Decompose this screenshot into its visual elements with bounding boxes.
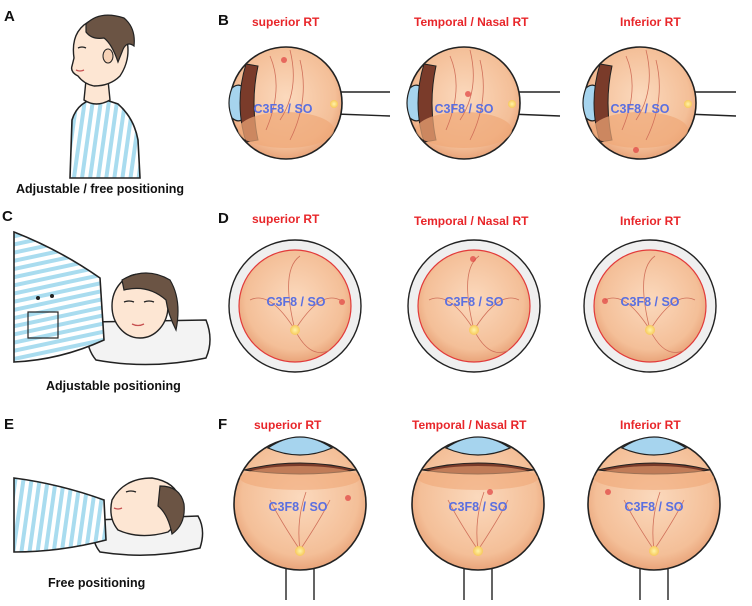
tamponade-labels: C3F8 / SO C3F8 / SO C3F8 / SO C3F8 / SO …	[253, 102, 683, 514]
label-f-superior: superior RT	[254, 418, 322, 432]
fundus-d-inferior	[583, 239, 717, 373]
tamponade-label-b2: C3F8 / SO	[434, 102, 493, 116]
tamponade-label-f3: C3F8 / SO	[624, 500, 683, 514]
eye-f-temporal-nasal	[411, 436, 545, 600]
label-d-temporal-nasal: Temporal / Nasal RT	[414, 214, 529, 228]
eye-f-inferior	[587, 436, 721, 600]
panel-label-e: E	[4, 416, 15, 433]
tamponade-label-d2: C3F8 / SO	[444, 295, 503, 309]
panel-label-d: D	[218, 210, 229, 227]
label-b-inferior: Inferior RT	[620, 15, 681, 29]
label-b-temporal-nasal: Temporal / Nasal RT	[414, 15, 529, 29]
label-f-inferior: Inferior RT	[620, 418, 681, 432]
tamponade-label-d3: C3F8 / SO	[620, 295, 679, 309]
caption-e: Free positioning	[48, 576, 146, 590]
tamponade-label-d1: C3F8 / SO	[266, 295, 325, 309]
eye-b-temporal-nasal	[406, 46, 561, 160]
tamponade-label-b3: C3F8 / SO	[610, 102, 669, 116]
label-f-temporal-nasal: Temporal / Nasal RT	[412, 418, 527, 432]
eye-b-inferior	[582, 46, 737, 160]
tamponade-label-f1: C3F8 / SO	[268, 500, 327, 514]
patient-supine-adjustable-figure	[13, 230, 211, 366]
patient-supine-free-figure	[13, 477, 204, 556]
fundus-d-temporal-nasal	[407, 239, 541, 373]
panel-label-c: C	[2, 208, 13, 225]
patient-upright-figure	[69, 14, 141, 179]
caption-a: Adjustable / free positioning	[16, 182, 185, 196]
label-b-superior: superior RT	[252, 15, 320, 29]
tamponade-label-b1: C3F8 / SO	[253, 102, 312, 116]
eye-f-superior	[233, 436, 367, 600]
eye-b-superior	[228, 46, 391, 160]
fundus-d-superior	[228, 239, 362, 373]
tamponade-label-f2: C3F8 / SO	[448, 500, 507, 514]
panel-label-b: B	[218, 12, 229, 29]
label-d-superior: superior RT	[252, 212, 320, 226]
caption-c: Adjustable positioning	[46, 379, 181, 393]
panel-label-a: A	[4, 8, 15, 25]
panel-label-f: F	[218, 416, 228, 433]
label-d-inferior: Inferior RT	[620, 214, 681, 228]
